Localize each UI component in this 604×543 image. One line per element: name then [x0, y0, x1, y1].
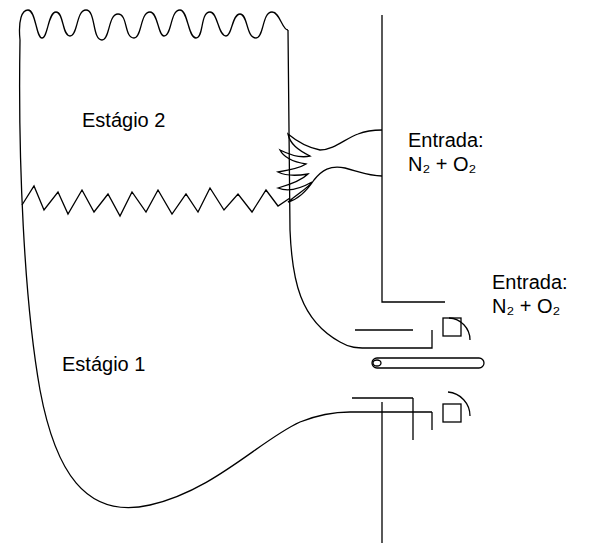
inlet-label: Entrada: N₂ + O₂ — [408, 128, 500, 176]
stage-divider — [22, 186, 290, 216]
injector-tube — [372, 358, 484, 368]
injector-tip — [373, 360, 381, 366]
inlet-fitting — [443, 404, 461, 422]
nozzle-wall — [352, 397, 413, 398]
vessel-top — [19, 10, 288, 40]
inlet-fitting-arc — [448, 392, 470, 416]
inlet-label: Entrada: N₂ + O₂ — [492, 270, 584, 318]
nozzle-wall — [382, 398, 413, 543]
vessel-wall — [20, 40, 432, 508]
nozzle-wall — [431, 412, 432, 430]
stage-label: Estágio 1 — [62, 352, 192, 376]
upper-inlet — [278, 130, 382, 202]
stage-label: Estágio 2 — [82, 108, 212, 132]
vessel-wall — [288, 30, 432, 348]
inlet-fitting-arc — [449, 318, 470, 340]
nozzle-wall — [355, 329, 413, 330]
